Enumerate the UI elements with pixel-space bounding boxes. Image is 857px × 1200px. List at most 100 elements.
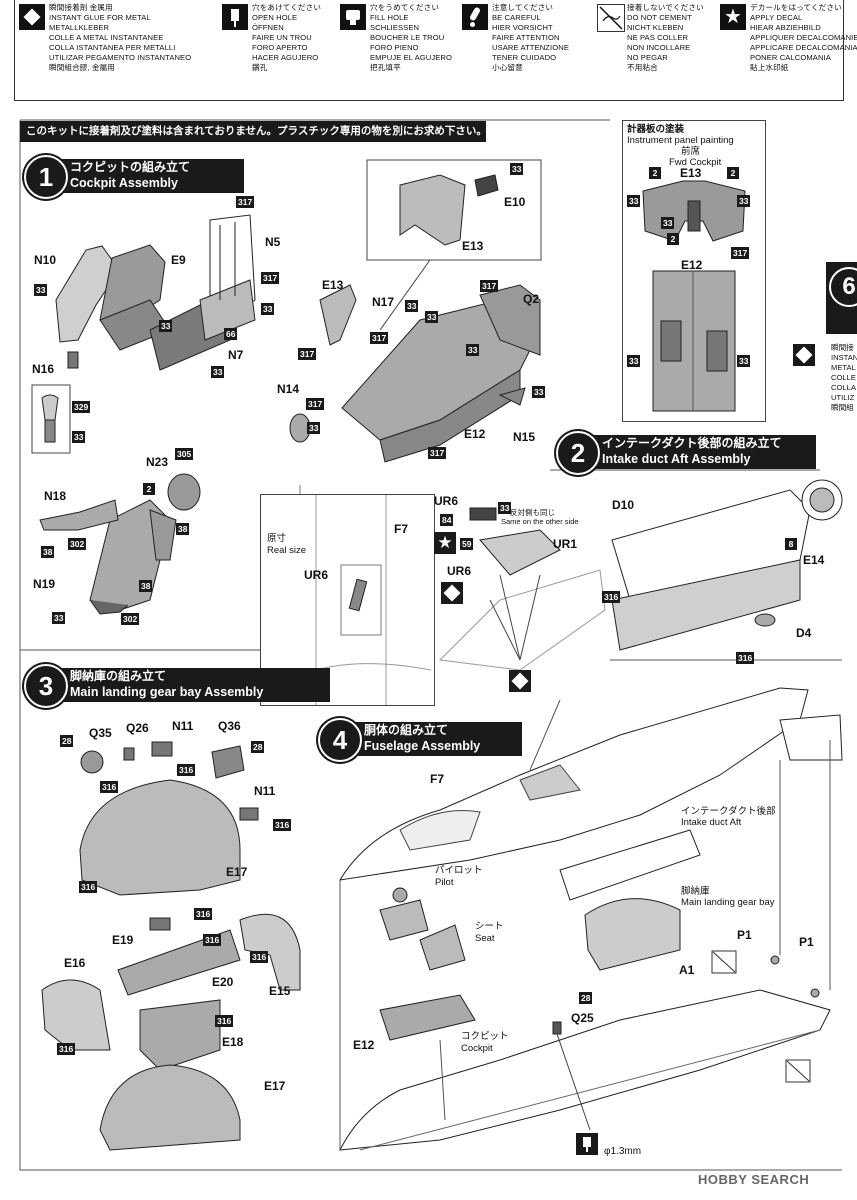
color-code: 28: [579, 992, 593, 1004]
color-code: 38: [176, 523, 190, 535]
legend-text: COLLE: [831, 373, 856, 382]
same-other-en: Same on the other side: [501, 517, 579, 526]
legend-text: 不用粘合: [627, 63, 658, 72]
color-code: 329: [72, 401, 91, 413]
part-label: E17: [226, 865, 248, 879]
color-code: 33: [261, 303, 275, 315]
legend-text: 瞬間接: [831, 343, 854, 352]
part-label: N18: [44, 489, 67, 503]
part-label: F7: [394, 522, 409, 536]
legend-text: ÖFFNEN: [252, 23, 284, 32]
part-label: P1: [799, 935, 814, 949]
seat-en: Seat: [475, 933, 495, 944]
panel-title-jp: 計器板の塗装: [627, 124, 685, 135]
color-code: 317: [480, 280, 499, 292]
color-code: 317: [306, 398, 325, 410]
step-3-header: 脚納庫の組み立て Main landing gear bay Assembly …: [24, 664, 330, 708]
part-label: E16: [64, 956, 86, 970]
step-1-header: コクピットの組み立て Cockpit Assembly 1: [24, 155, 244, 199]
step-2-header: インテークダクト後部の組み立て Intake duct Aft Assembly…: [556, 431, 816, 475]
legend-text: APPLIQUER DECALCOMANIE: [750, 33, 857, 42]
part-label: E12: [464, 427, 486, 441]
legend-text: FAIRE UN TROU: [252, 33, 312, 42]
color-code: 2: [143, 483, 155, 495]
star-decal-icon: ★: [434, 532, 456, 554]
legend-text: 注意してください: [492, 3, 554, 12]
glue-diamond-icon: [441, 582, 463, 604]
legend-text: DO NOT CEMENT: [627, 13, 692, 22]
color-code: 2: [649, 167, 661, 179]
legend-text: 穴をうめてください: [370, 3, 440, 12]
color-code: 33: [159, 320, 173, 332]
fwd-cockpit-en: Fwd Cockpit: [669, 157, 722, 168]
legend-text: UTILIZ: [831, 393, 855, 402]
right-legend-cut: 瞬間接 INSTAN METAL COLLE COLLA UTILIZ 瞬間組: [831, 343, 857, 413]
color-code: 33: [466, 344, 480, 356]
part-label: P1: [737, 928, 752, 942]
drill-hole-icon: [222, 4, 248, 30]
legend-text: SCHLIESSEN: [370, 23, 420, 32]
color-code: 33: [34, 284, 48, 296]
star-decal-icon: ★: [720, 4, 746, 30]
color-code: 38: [41, 546, 55, 558]
color-code: 33: [307, 422, 321, 434]
part-label: E19: [112, 933, 134, 947]
legend-item-no-cement: 接着しないでください DO NOT CEMENT NICHT KLEBEN NE…: [597, 2, 715, 96]
color-code: 316: [215, 1015, 234, 1027]
real-size-box: F7 原寸 Real size UR6: [260, 494, 435, 706]
part-label: N15: [513, 430, 536, 444]
color-code: 59: [460, 538, 474, 550]
color-code: 33: [425, 311, 439, 323]
part-label: Q25: [571, 1011, 594, 1025]
part-label: N16: [32, 362, 55, 376]
watermark-logo: HOBBY SEARCH: [698, 1172, 810, 1187]
part-label: A1: [679, 963, 695, 977]
step-2-bar: インテークダクト後部の組み立て Intake duct Aft Assembly: [582, 435, 816, 469]
part-label: Q2: [523, 292, 540, 306]
color-code: 2: [667, 233, 679, 245]
legend-text: NICHT KLEBEN: [627, 23, 684, 32]
legend-text: UTILIZAR PEGAMENTO INSTANTANEO: [49, 53, 192, 62]
part-label: E15: [269, 984, 291, 998]
step-3-number: 3: [24, 664, 68, 708]
legend-text: INSTAN: [831, 353, 857, 362]
color-code: 317: [370, 332, 389, 344]
step-1-number: 1: [24, 155, 68, 199]
fill-hole-icon: [340, 4, 366, 30]
color-code: 28: [251, 741, 265, 753]
part-label: Q35: [89, 726, 112, 740]
cockpit-en: Cockpit: [461, 1043, 493, 1054]
color-code: 33: [498, 502, 512, 514]
color-code: 33: [532, 386, 546, 398]
seat-jp: シート: [475, 921, 504, 932]
legend-text: HIER VORSICHT: [492, 23, 553, 32]
step-3-title-en: Main landing gear bay Assembly: [70, 685, 264, 699]
color-code: 84: [440, 514, 454, 526]
intake-aft-en: Intake duct Aft: [681, 817, 742, 828]
color-code: 316: [100, 781, 119, 793]
part-label: E14: [803, 553, 825, 567]
step-2-title-en: Intake duct Aft Assembly: [602, 452, 751, 466]
color-code: 317: [298, 348, 317, 360]
legend-item-open-hole: 穴をあけてください OPEN HOLE ÖFFNEN FAIRE UN TROU…: [222, 2, 337, 96]
part-label: E12: [681, 258, 703, 272]
legend-text: FORO APERTO: [252, 43, 308, 52]
part-label: D10: [612, 498, 635, 512]
color-code: 316: [203, 934, 222, 946]
color-code: 28: [60, 735, 74, 747]
step-2-title-jp: インテークダクト後部の組み立て: [602, 436, 782, 450]
color-code: 316: [250, 951, 269, 963]
part-label: E12: [353, 1038, 375, 1052]
step-2-number: 2: [556, 431, 600, 475]
part-label: N23: [146, 455, 169, 469]
legend-text: HACER AGUJERO: [252, 53, 319, 62]
gear-bay-jp: 脚納庫: [681, 886, 710, 897]
legend-text: COLLA ISTANTANEA PER METALLI: [49, 43, 176, 52]
color-code: 316: [602, 591, 621, 603]
part-label: E13: [322, 278, 344, 292]
glue-diamond-icon: [509, 670, 531, 692]
color-code: 302: [121, 613, 140, 625]
color-code: 2: [727, 167, 739, 179]
color-code: 317: [261, 272, 280, 284]
instrument-panel-box: 計器板の塗装 Instrument panel painting 前席 Fwd …: [622, 120, 766, 422]
